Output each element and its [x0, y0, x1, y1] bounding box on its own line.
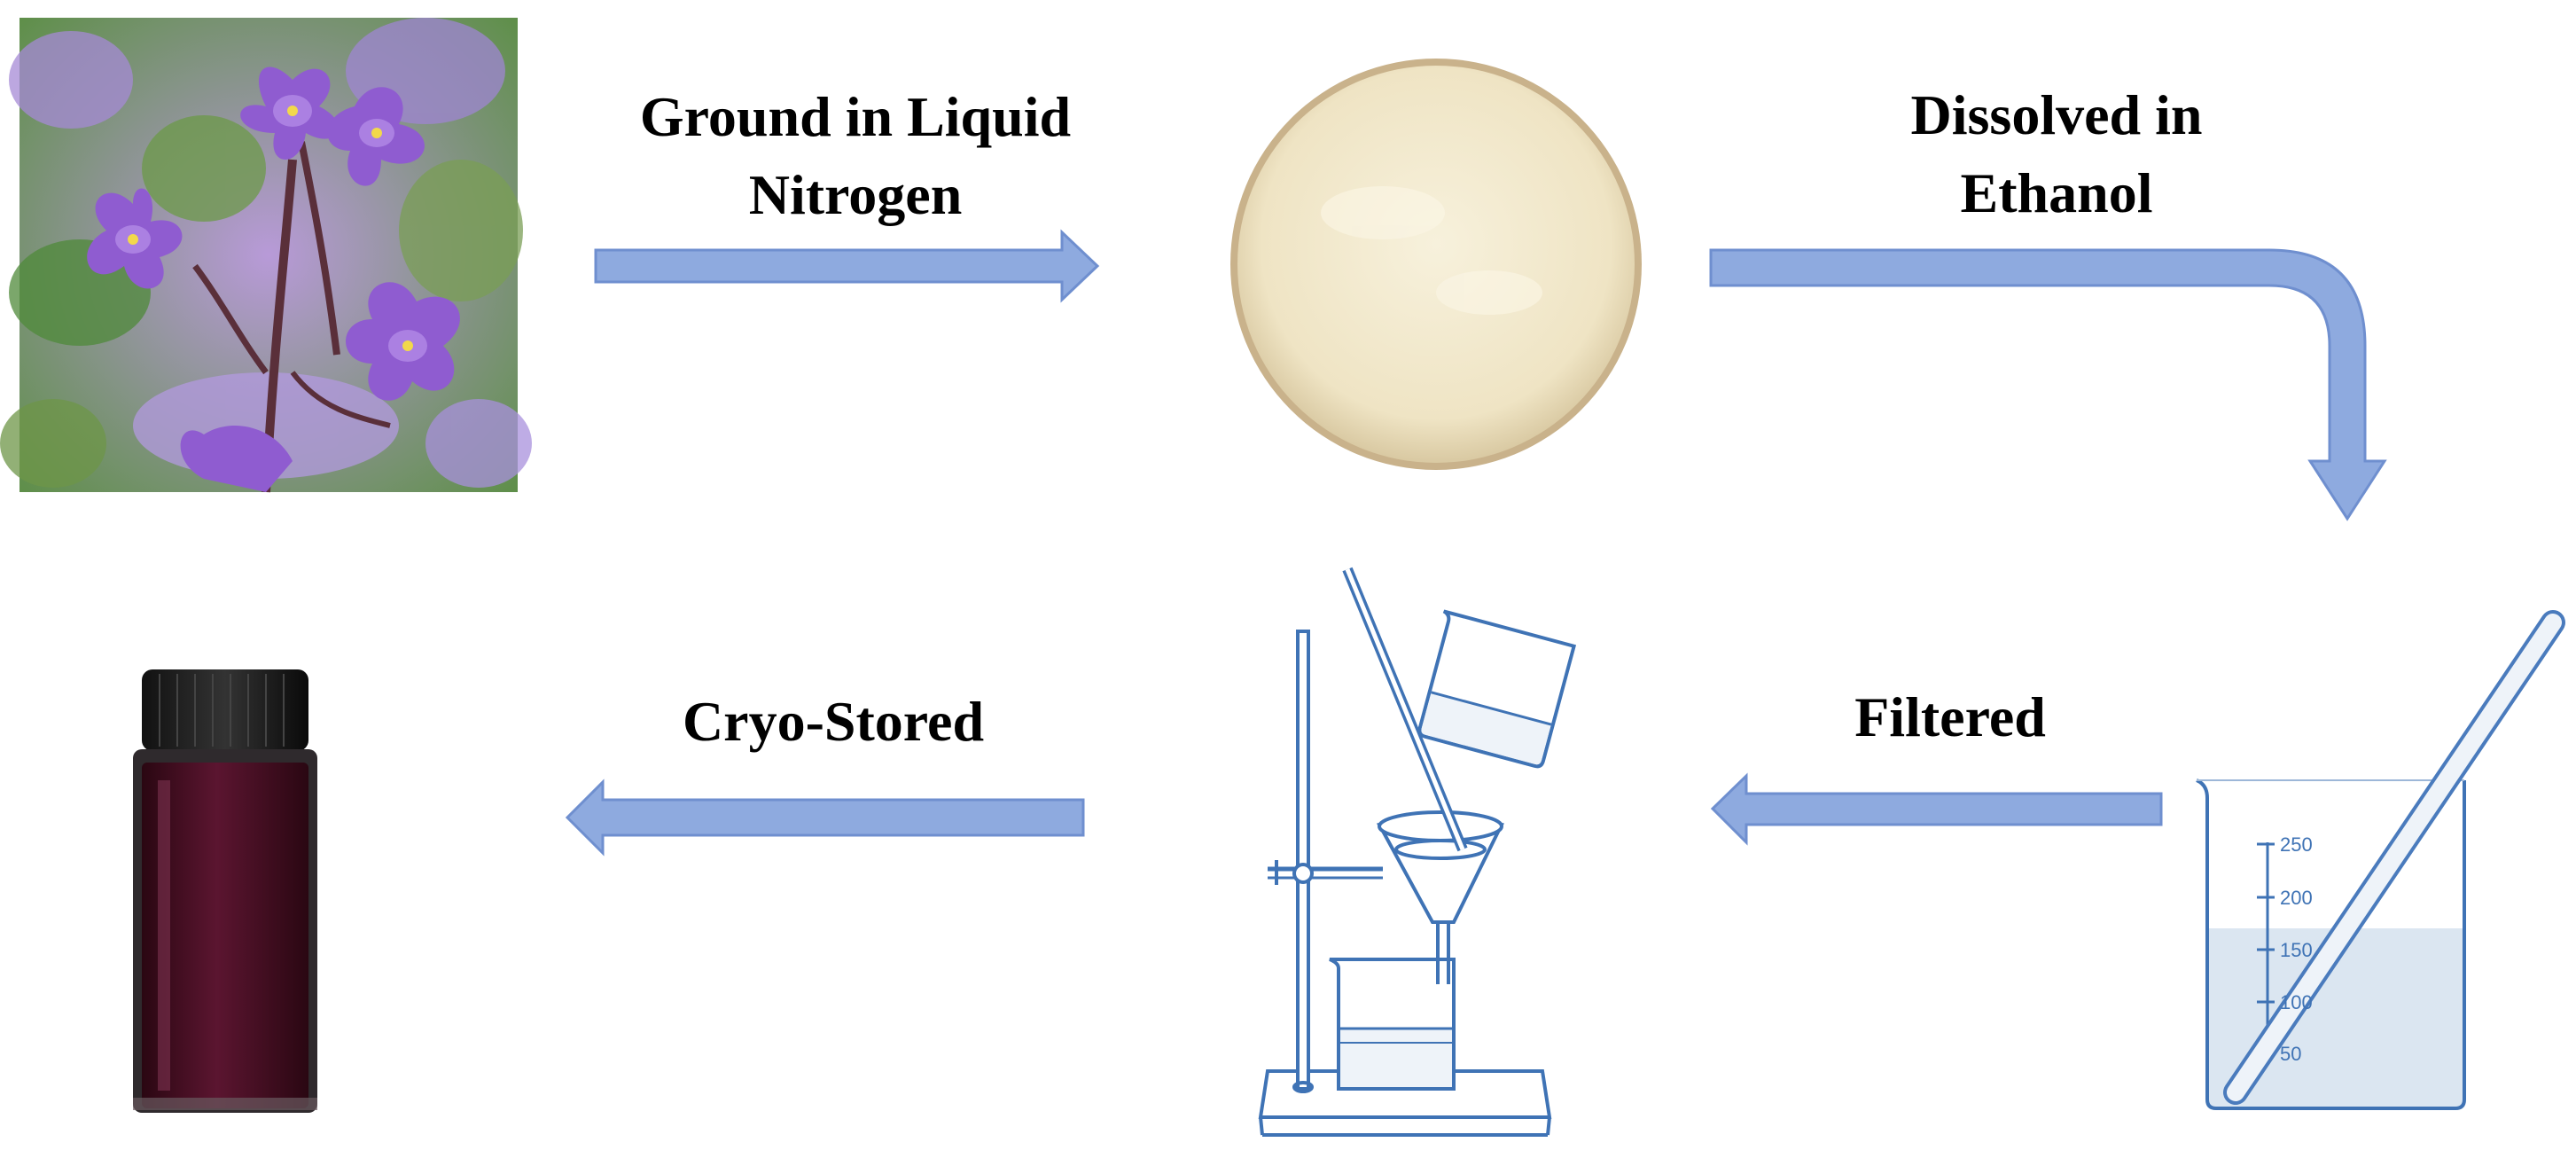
step-label-cryo-stored-line1: Cryo-Stored [682, 690, 985, 753]
flower-photo [0, 18, 532, 493]
step-label-ground: Ground in Liquid Nitrogen [567, 78, 1144, 234]
step-label-dissolved: Dissolved in Ethanol [1791, 76, 2322, 232]
arrow-cryo-stored [565, 779, 1085, 857]
sample-vial-photo [133, 669, 317, 1113]
scale-mark-50: 50 [2280, 1043, 2301, 1065]
scale-mark-200: 200 [2280, 887, 2313, 909]
step-label-filtered-line1: Filtered [1854, 685, 2046, 748]
arrow-filtered [1710, 772, 2163, 846]
arrow-ground [594, 229, 1100, 303]
step-label-ground-line1: Ground in Liquid [639, 85, 1072, 148]
step-label-ground-line2: Nitrogen [748, 163, 963, 226]
step-label-filtered: Filtered [1746, 678, 2154, 756]
step-label-dissolved-line1: Dissolved in [1910, 83, 2203, 146]
scale-mark-250: 250 [2280, 833, 2313, 856]
step-label-dissolved-line2: Ethanol [1960, 161, 2153, 224]
beaker-scale: 250 200 150 100 50 [2280, 833, 2313, 1065]
beaker-with-stirring-rod [2196, 610, 2565, 1110]
filtration-apparatus [1258, 567, 1577, 1137]
arrow-dissolved [1709, 248, 2387, 521]
powder-dish-photo [1230, 59, 1642, 470]
scale-mark-150: 150 [2280, 939, 2313, 961]
step-label-cryo-stored: Cryo-Stored [603, 683, 1064, 761]
scale-mark-100: 100 [2280, 991, 2313, 1013]
